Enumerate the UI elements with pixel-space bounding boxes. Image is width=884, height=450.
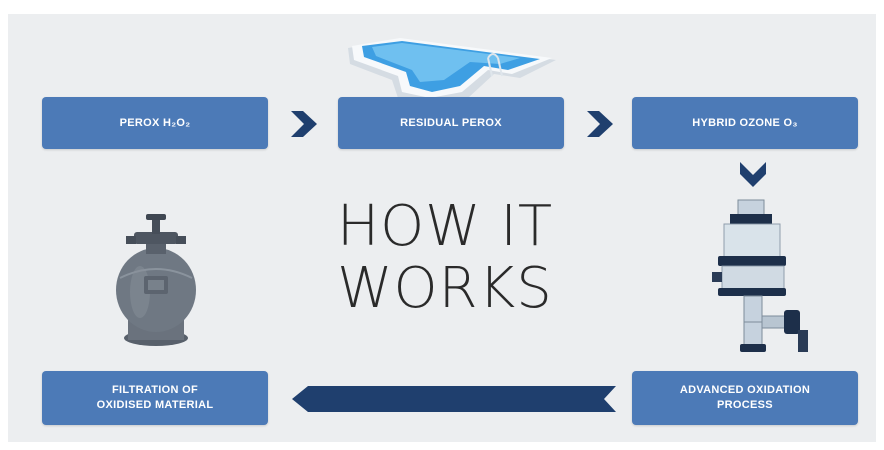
step-hybrid-ozone-box: HYBRID OZONE O₃ xyxy=(632,97,858,149)
arrow-left-icon xyxy=(292,386,616,412)
title-line1: HOW IT xyxy=(336,194,554,259)
step-perox-box: PEROX H₂O₂ xyxy=(42,97,268,149)
step-advanced-oxidation-box: ADVANCED OXIDATION PROCESS xyxy=(632,371,858,425)
step-advanced-oxidation-line1: ADVANCED OXIDATION xyxy=(679,384,811,396)
chevron-right-icon xyxy=(291,111,317,137)
step-hybrid-ozone-label: HYBRID OZONE O₃ xyxy=(692,116,798,129)
ozone-unit-icon xyxy=(712,199,808,352)
step-filtration-box: FILTRATION OF OXIDISED MATERIAL xyxy=(42,371,268,425)
step-advanced-oxidation-line2: PROCESS xyxy=(717,399,773,411)
how-it-works-title: HOW IT WORKS xyxy=(300,196,590,320)
chevron-right-icon xyxy=(587,111,613,137)
step-filtration-line1: FILTRATION OF xyxy=(112,384,198,396)
step-perox-label: PEROX H₂O₂ xyxy=(119,116,191,129)
step-residual-perox-box: RESIDUAL PEROX xyxy=(338,97,564,149)
sand-filter-icon xyxy=(116,214,196,346)
step-residual-perox-label: RESIDUAL PEROX xyxy=(400,116,502,129)
pool-icon xyxy=(348,38,556,104)
step-filtration-line2: OXIDISED MATERIAL xyxy=(96,399,214,411)
title-line2: WORKS xyxy=(337,256,553,321)
chevron-down-icon xyxy=(740,162,766,187)
